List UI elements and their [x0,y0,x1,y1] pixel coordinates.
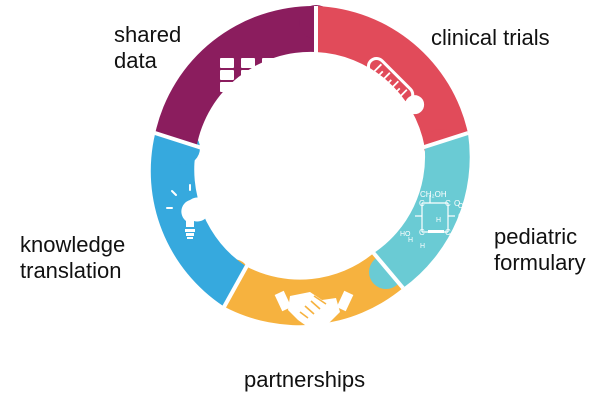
segment-partnerships [224,253,403,326]
label-line: formulary [494,250,586,275]
label-clinical-trials: clinical trials [431,25,550,51]
lightbulb-icon [166,184,214,239]
label-shared-data: shared data [114,22,181,74]
molecule-hydroxyl: OH [442,250,453,257]
label-line: clinical trials [431,25,550,50]
segment-dividers [154,6,469,308]
molecule-hydrogen: H [448,243,453,250]
molecule-atom: C [458,212,464,221]
molecule-top-group: CH₂OH [420,190,447,199]
label-line: knowledge [20,232,126,257]
label-line: translation [20,258,122,283]
label-line: shared [114,22,182,47]
inner-hole [218,76,402,260]
molecule-atom: C [419,228,425,237]
molecule-hydrogen: H [408,237,413,244]
segment-shared [155,5,316,147]
molecule-atom: C [445,228,451,237]
label-pediatric-formulary: pediatric formulary [494,224,586,276]
molecule-hydrogen: H [420,243,425,250]
label-partnerships: partnerships [244,367,365,393]
label-knowledge-translation: knowledge translation [20,232,125,284]
label-line: data [114,48,157,73]
label-line: pediatric [494,224,578,249]
segment-clinical [316,6,468,147]
handshake-icon [274,290,354,330]
molecule-atom: C [445,199,451,208]
molecule-hydroxyl: HO [400,231,411,238]
molecule-hydrogen: H [436,217,441,224]
molecule-hydrogen: H [407,203,412,210]
glucose-molecule-icon: CH₂OH C C C C C O H H H H H OH OH HO OH [400,190,469,257]
molecule-atom: C [419,199,425,208]
molecule-hydroxyl: OH [458,203,469,210]
molecule-atom: O [454,199,460,208]
database-servers-icon [220,58,276,105]
molecule-hydroxyl: OH [456,241,467,248]
label-line: partnerships [244,367,366,392]
thermometer-icon [366,56,425,115]
